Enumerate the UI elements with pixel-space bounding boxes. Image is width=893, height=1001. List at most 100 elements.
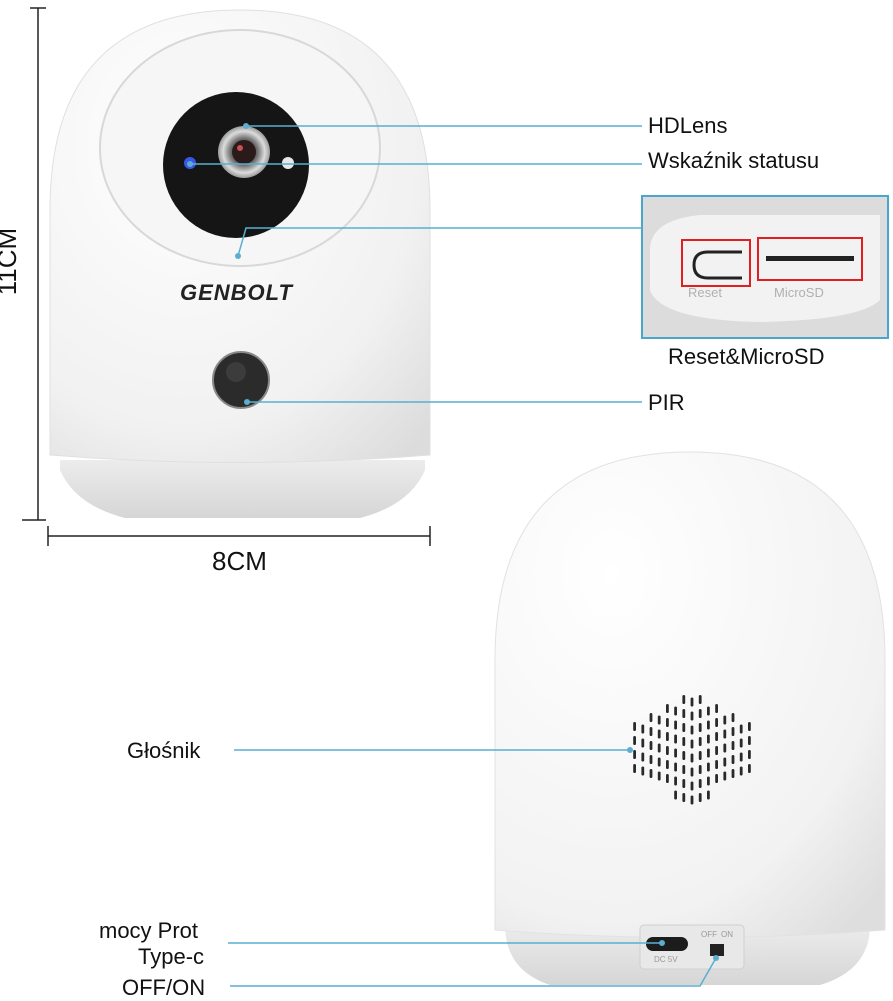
width-label: 8CM — [212, 546, 267, 576]
callout-lens: HDLens — [648, 113, 728, 138]
callout-switch: OFF/ON — [122, 975, 206, 1000]
grille-slot — [641, 738, 645, 748]
callout-reset-sd: Reset&MicroSD — [668, 344, 825, 369]
grille-slot — [682, 695, 686, 704]
grille-slot — [690, 767, 694, 777]
grille-slot — [723, 743, 727, 753]
grille-slot — [690, 795, 694, 805]
grille-slot — [715, 774, 718, 783]
port-dc-label: DC 5V — [654, 955, 678, 964]
callout-power-line1: mocy Prot — [99, 918, 199, 943]
grille-slot — [641, 766, 645, 776]
grille-slot — [674, 748, 677, 758]
grille-slot — [649, 755, 653, 764]
grille-slot — [739, 752, 743, 762]
grille-slot — [649, 727, 653, 736]
grille-slot — [690, 725, 694, 735]
reset-microsd-inset — [641, 195, 889, 339]
grille-slot — [715, 760, 718, 769]
inset-reset-label: Reset — [688, 285, 722, 300]
grille-slot — [723, 757, 727, 767]
grille-slot — [698, 709, 702, 718]
grille-slot — [649, 713, 653, 722]
callout-pir: PIR — [648, 390, 685, 415]
grille-slot — [698, 737, 702, 746]
grille-slot — [666, 732, 669, 741]
grille-slot — [666, 760, 669, 769]
grille-slot — [707, 790, 710, 800]
grille-slot — [690, 711, 694, 721]
grille-slot — [731, 769, 735, 778]
grille-slot — [682, 779, 686, 788]
grille-slot — [723, 729, 727, 739]
grille-slot — [723, 771, 727, 781]
grille-slot — [641, 724, 645, 734]
grille-slot — [674, 776, 677, 786]
grille-slot — [723, 715, 727, 725]
callout-power-line2: Type-c — [138, 944, 205, 969]
grille-slot — [715, 718, 718, 727]
grille-slot — [707, 762, 710, 772]
grille-slot — [707, 748, 710, 758]
brand-logo: GENBOLT — [180, 280, 293, 305]
grille-slot — [715, 746, 718, 755]
callout-speaker: Głośnik — [127, 738, 201, 763]
grille-slot — [698, 695, 702, 704]
grille-slot — [657, 771, 661, 781]
grille-slot — [674, 734, 677, 744]
grille-slot — [666, 718, 669, 727]
grille-slot — [657, 729, 661, 739]
width-dimension — [47, 526, 431, 546]
grille-slot — [731, 741, 735, 750]
grille-slot — [666, 774, 669, 783]
grille-slot — [633, 736, 636, 745]
grille-slot — [633, 722, 636, 731]
grille-slot — [674, 790, 677, 800]
speaker-grille — [633, 695, 751, 805]
grille-slot — [715, 732, 718, 741]
grille-slot — [707, 776, 710, 786]
grille-slot — [698, 751, 702, 760]
grille-slot — [649, 741, 653, 750]
grille-slot — [739, 724, 743, 734]
camera-back — [494, 451, 886, 985]
grille-slot — [707, 734, 710, 744]
grille-slot — [690, 697, 694, 707]
grille-slot — [657, 757, 661, 767]
grille-slot — [690, 739, 694, 749]
grille-slot — [633, 764, 636, 773]
grille-slot — [739, 766, 743, 776]
grille-slot — [682, 765, 686, 774]
grille-slot — [657, 743, 661, 753]
grille-slot — [682, 751, 686, 760]
switch-on-label: ON — [721, 930, 733, 939]
grille-slot — [690, 753, 694, 763]
grille-slot — [715, 704, 718, 713]
usb-c-port-icon — [646, 937, 688, 951]
grille-slot — [698, 793, 702, 802]
grille-slot — [731, 713, 735, 722]
grille-slot — [682, 793, 686, 802]
grille-slot — [674, 706, 677, 716]
callout-lines — [190, 125, 717, 987]
height-label: 11CM — [0, 227, 23, 296]
grille-slot — [666, 746, 669, 755]
inset-microsd-label: MicroSD — [774, 285, 824, 300]
grille-slot — [666, 704, 669, 713]
grille-slot — [690, 781, 694, 791]
grille-slot — [674, 762, 677, 772]
grille-slot — [674, 720, 677, 730]
grille-slot — [748, 764, 751, 773]
grille-slot — [739, 738, 743, 748]
grille-slot — [682, 709, 686, 718]
grille-slot — [731, 755, 735, 764]
power-switch-icon — [710, 944, 724, 956]
grille-slot — [707, 720, 710, 730]
grille-slot — [707, 706, 710, 716]
grille-slot — [748, 750, 751, 759]
grille-slot — [682, 723, 686, 732]
grille-slot — [698, 765, 702, 774]
grille-slot — [748, 722, 751, 731]
grille-slot — [633, 750, 636, 759]
